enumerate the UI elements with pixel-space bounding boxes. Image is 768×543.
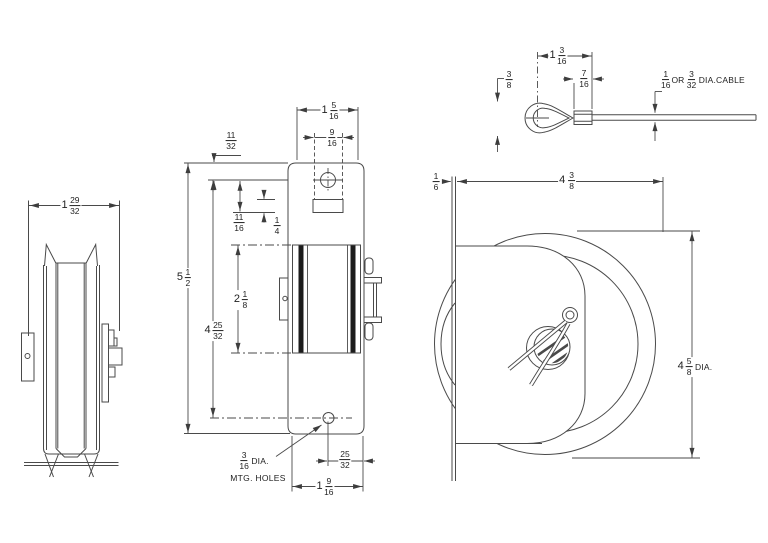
- front-right-latch: [363, 257, 382, 341]
- mounting-plate: [287, 162, 365, 435]
- cable-detail-dimensions: [495, 52, 662, 152]
- right-latch-tabs: [101, 323, 123, 403]
- dim-whole: 4: [559, 174, 566, 187]
- dia-suffix: DIA.: [251, 455, 269, 466]
- plate-hole: [24, 353, 31, 359]
- reel-housing: [455, 245, 586, 444]
- cotter-pin-legs: [507, 319, 571, 387]
- cotter-pin-loop-outer: [562, 307, 578, 323]
- dim-whole: 4: [677, 360, 684, 373]
- reel-outer-circle: [434, 233, 656, 455]
- reel-drum: [292, 244, 361, 354]
- dim-whole: 1: [316, 480, 323, 493]
- sheave-section: [44, 242, 98, 458]
- dim-left-width-lines: [28, 200, 120, 336]
- slot-cutout: [312, 199, 344, 213]
- front-view-dimensions: [184, 107, 375, 492]
- dim-whole: 5: [176, 271, 183, 284]
- dim-whole: 4: [204, 324, 211, 337]
- eye-loop-outer: [524, 102, 575, 134]
- dim-whole: 1: [321, 104, 328, 117]
- right-view-dimensions: [441, 177, 700, 459]
- dim-whole: 1: [61, 199, 68, 212]
- side-mount-plate: [440, 176, 542, 481]
- cable-eye-detail: [495, 52, 757, 152]
- base-and-feet: [24, 453, 119, 478]
- pulley-bracket-outline: [43, 265, 100, 455]
- front-left-tab: [279, 277, 289, 321]
- dia-cable-suffix: DIA.CABLE: [698, 74, 745, 85]
- axle-and-cotter-pin: [507, 307, 578, 387]
- cable-line: [592, 114, 757, 121]
- cotter-pin-loop-inner: [565, 310, 575, 320]
- label-mtg-holes-note: MTG. HOLES: [229, 472, 287, 483]
- front-view: [184, 107, 382, 492]
- left-mount-plate: [21, 332, 35, 382]
- or-text: OR: [671, 74, 685, 85]
- right-side-view: [434, 176, 700, 481]
- left-end-view: [21, 200, 123, 478]
- ferrule: [573, 110, 593, 125]
- dia-suffix: DIA.: [695, 361, 713, 372]
- dim-whole: 2: [233, 293, 240, 306]
- plate-bulge: [440, 302, 456, 386]
- dim-whole: 1: [549, 49, 556, 62]
